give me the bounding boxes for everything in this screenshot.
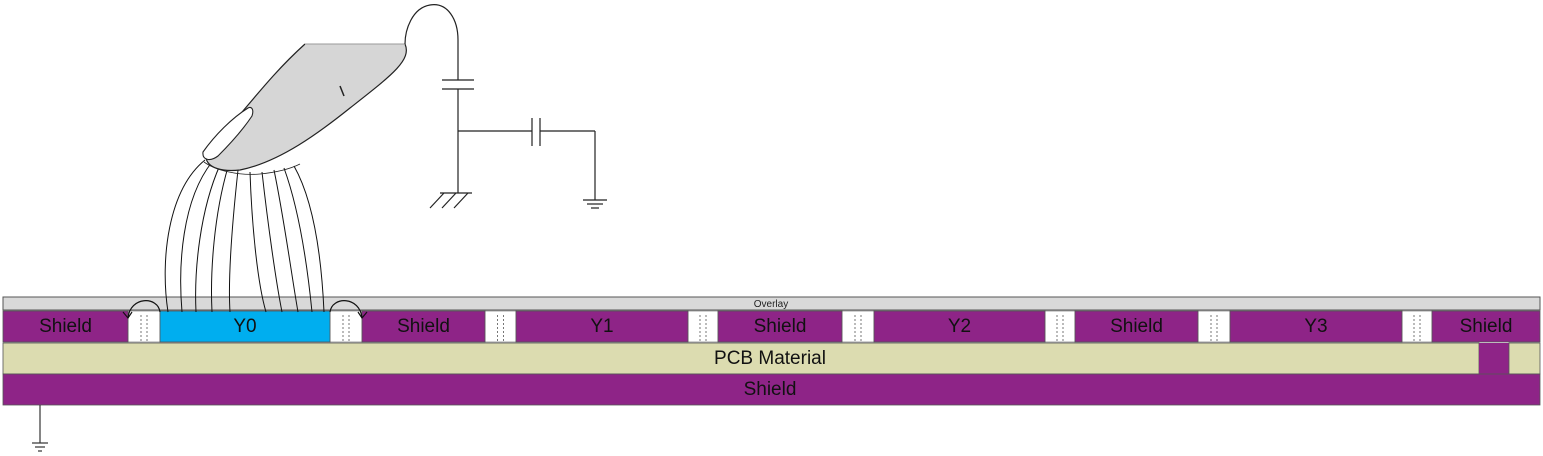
electrode-label-y0: Y0 [233, 316, 256, 337]
electrode-label-shield-4: Shield [1110, 316, 1163, 337]
overlay-label: Overlay [754, 299, 788, 310]
capacitor-icon [442, 40, 596, 200]
electrode-y1 [515, 310, 689, 343]
chassis-ground-icon [429, 192, 472, 209]
electrode-label-shield-2: Shield [397, 316, 450, 337]
electrode-shield-3 [717, 310, 843, 343]
electrode-label-y2: Y2 [948, 316, 971, 337]
electrode-row: Shield Y0 Shield Y1 Shield Y2 Shield Y3 Shield [2, 310, 1541, 343]
electrode-label-y1: Y1 [590, 316, 613, 337]
electrode-shield-4 [1074, 310, 1199, 343]
electrode-shield-2 [361, 310, 486, 343]
electrode-y3 [1229, 310, 1403, 343]
ground-icon [32, 405, 48, 452]
electrode-gap [1044, 310, 1076, 343]
ground-icon [583, 199, 607, 209]
fringe-arcs [122, 300, 368, 320]
pcb-material-label: PCB Material [714, 348, 826, 369]
electrode-label-shield-3: Shield [754, 316, 807, 337]
electrode-gap [1197, 310, 1231, 343]
electrode-y2 [873, 310, 1046, 343]
bottom-shield-layer: Shield [2, 373, 1541, 406]
pcb-layer: PCB Material [2, 342, 1541, 375]
electrode-y0 [159, 310, 331, 343]
electrode-gap [484, 310, 517, 343]
electrode-shield-1 [2, 310, 129, 343]
finger-illustration [202, 4, 459, 175]
bottom-shield-label: Shield [744, 379, 797, 400]
electrode-gap [841, 310, 875, 343]
electrode-label-y3: Y3 [1304, 316, 1327, 337]
overlay-layer: Overlay [2, 296, 1541, 311]
electrode-gap [127, 310, 161, 343]
electrode-label-shield-1: Shield [39, 316, 92, 337]
electrode-shield-5 [1431, 310, 1541, 343]
electrode-label-shield-5: Shield [1460, 316, 1513, 337]
electrode-gap [687, 310, 719, 343]
electrode-gap [329, 310, 363, 343]
electrode-gap [1401, 310, 1433, 343]
electric-field-lines [164, 159, 325, 313]
